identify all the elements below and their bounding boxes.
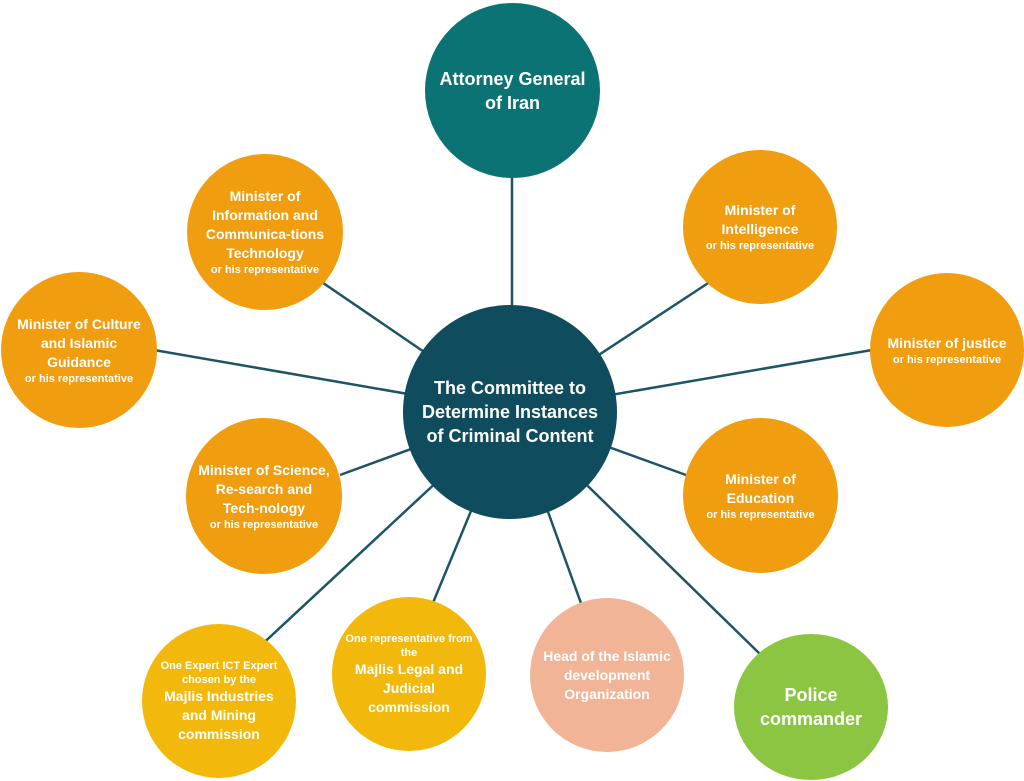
node-minister-ict: Minister of Information and Communica-ti… (187, 154, 343, 310)
node-note: or his representative (210, 264, 320, 276)
node-islamic-development-head: Head of the Islamic development Organiza… (530, 598, 684, 752)
node-attorney-general: Attorney General of Iran (425, 3, 600, 178)
node-prefix: One Expert ICT Expert chosen by the (160, 659, 278, 686)
node-prefix: One representative from the (345, 632, 473, 659)
node-minister-science: Minister of Science, Re-search and Tech-… (186, 418, 342, 574)
node-label: Police commander (759, 685, 863, 729)
node-minister-intelligence: Minister of Intelligence or his represen… (683, 150, 837, 304)
node-label: Minister of Intelligence (721, 202, 799, 237)
node-label: Attorney General of Iran (439, 68, 586, 113)
node-minister-education: Minister of Education or his representat… (683, 418, 838, 573)
node-label: Head of the Islamic development Organiza… (543, 647, 671, 702)
node-label: Minister of Science, Re-search and Tech-… (198, 461, 330, 516)
node-police-commander: Police commander (734, 634, 888, 780)
node-minister-culture: Minister of Culture and Islamic Guidance… (1, 272, 157, 428)
node-note: or his representative (706, 508, 815, 521)
node-committee-center: The Committee to Determine Instances of … (403, 305, 617, 519)
node-label: Majlis Legal and Judicial commission (354, 660, 464, 715)
node-label: Minister of Education (725, 470, 796, 506)
node-note: or his representative (892, 353, 1002, 366)
node-note: or his representative (24, 372, 134, 385)
node-label: Majlis Industries and Mining commission (164, 687, 274, 742)
node-label: Minister of Information and Communica-ti… (205, 188, 325, 261)
center-label: The Committee to Determine Instances of … (421, 378, 599, 446)
node-majlis-legal-representative: One representative from the Majlis Legal… (332, 597, 486, 751)
node-ict-expert: One Expert ICT Expert chosen by the Majl… (142, 624, 296, 778)
node-label: Minister of justice (887, 334, 1007, 351)
node-minister-justice: Minister of justice or his representativ… (870, 273, 1024, 427)
node-label: Minister of Culture and Islamic Guidance (17, 315, 141, 370)
node-note: or his representative (705, 240, 815, 252)
node-note: or his representative (209, 518, 319, 531)
